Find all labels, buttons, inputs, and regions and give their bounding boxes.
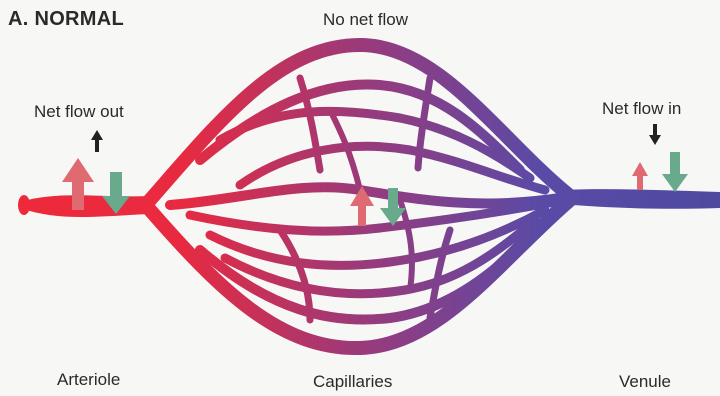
arteriole-vessel (20, 195, 150, 217)
venule-outward-arrow (632, 162, 648, 190)
capillaries-label: Capillaries (313, 372, 392, 392)
net-flow-out-label: Net flow out (34, 102, 124, 122)
no-net-flow-label: No net flow (323, 10, 408, 30)
venule-inward-arrow (662, 152, 688, 192)
net-flow-in-arrow (649, 124, 661, 145)
net-flow-in-label: Net flow in (602, 99, 681, 119)
panel-title: A. NORMAL (8, 8, 124, 31)
venule-label: Venule (619, 372, 671, 392)
net-flow-out-arrow (91, 130, 103, 152)
venule-vessel (560, 189, 720, 209)
arteriole-label: Arteriole (57, 370, 120, 390)
